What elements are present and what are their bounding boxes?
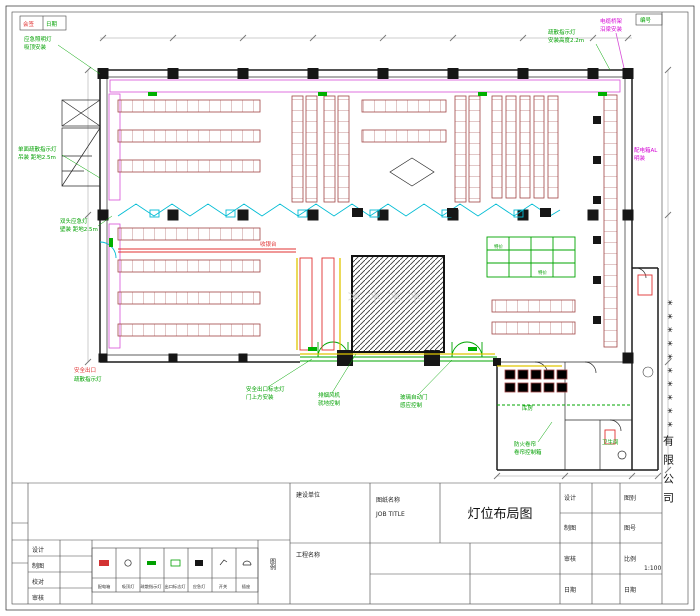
project-label: 工程名称	[296, 551, 320, 559]
owner-label: 建设单位	[296, 491, 320, 499]
drawing-name-en: JOB TITLE	[375, 511, 405, 518]
dimension-lines	[84, 34, 672, 480]
drawing-number-label: 编号	[640, 16, 652, 24]
annotation: 电缆桥架	[600, 17, 623, 25]
legend-label: 疏散指示灯	[141, 583, 163, 590]
grid-bubble	[642, 366, 654, 378]
fixture-round	[617, 450, 627, 460]
sheet-border	[5, 5, 695, 611]
promo-label: 特价	[538, 269, 547, 276]
promo-grid: 特价 特价	[486, 236, 576, 278]
annotation: 防火卷帘	[514, 440, 537, 448]
corner-sign-box: 会签 日期	[19, 15, 67, 31]
info-row-label: 图别	[624, 494, 636, 502]
annotation: 应急照明灯	[24, 35, 52, 43]
drawing-name-label: 图纸名称	[376, 496, 400, 504]
fixture	[604, 429, 616, 445]
annotation: 壁装 距地2.5m	[60, 225, 98, 233]
annotation: 感应控制	[400, 401, 423, 409]
corner-number-box: 编号	[635, 13, 663, 26]
watermark-text: ＊＊＊＊	[345, 285, 425, 309]
annotation: 排烟风机	[318, 391, 341, 399]
legend-symbol-emergency-lamp	[195, 560, 203, 566]
drawing-title: 灯位布局图	[467, 507, 532, 522]
annotation: 疏散指示灯	[548, 28, 576, 36]
core-block: ＊＊＊＊	[345, 255, 445, 353]
sign-row-label: 校对	[32, 578, 44, 586]
annotation: 吸顶安装	[24, 43, 47, 51]
info-row-label: 比例	[624, 555, 636, 563]
legend-label: 插座	[242, 583, 250, 590]
annotation: 门上方安装	[246, 393, 274, 401]
annotation: 单面疏散指示灯	[18, 145, 57, 153]
perimeter-shelving	[108, 79, 621, 349]
sign-row-label: 审核	[32, 594, 44, 602]
legend-label: 开关	[219, 583, 227, 590]
scale-value: 1:100	[644, 565, 661, 572]
annotation: 吊装 距地2.5m	[18, 153, 56, 161]
annotation: 安全出口标志灯	[246, 385, 285, 393]
room-label: 库房	[522, 404, 534, 412]
room-label: 卫生间	[602, 438, 619, 446]
title-block: 设计 制图 校对 审核 配电箱 吸顶灯 疏散指示灯 出口标志灯 应急灯 开关 插…	[12, 482, 662, 604]
annotation: 配电箱AL	[634, 146, 658, 154]
gondola-shelving	[117, 94, 618, 348]
legend-symbol-exit-sign	[170, 559, 181, 567]
legend-symbol-distribution-box	[99, 560, 109, 566]
checkout-area: 收银台	[118, 240, 562, 367]
legend-label: 应急灯	[193, 583, 206, 590]
legend-label: 出口标志灯	[165, 583, 187, 590]
legend-symbol-switch	[219, 559, 228, 566]
legend-label: 配电箱	[98, 583, 111, 590]
annotation: 安装高度2.2m	[548, 36, 584, 44]
promo-label: 特价	[494, 243, 503, 250]
sign-row-label: 设计	[32, 546, 44, 554]
promo-island	[389, 157, 435, 187]
approve-row-label: 制图	[564, 524, 576, 532]
info-row-label: 图号	[624, 525, 636, 532]
annotation: 卷帘控制箱	[514, 448, 542, 456]
column-grid	[97, 68, 634, 366]
approve-row-label: 日期	[564, 586, 576, 594]
annotation: 双头应急灯	[60, 217, 88, 225]
annotation: 明装	[634, 154, 646, 162]
annotation: 安全出口	[74, 366, 96, 374]
legend-symbol-evac-sign	[147, 561, 156, 565]
annotation: 疏散指示灯	[74, 375, 102, 383]
sign-row-label: 制图	[32, 562, 44, 570]
approve-row-label: 设计	[564, 494, 576, 502]
legend-table: 配电箱 吸顶灯 疏散指示灯 出口标志灯 应急灯 开关 插座 图例	[91, 547, 276, 593]
annotation: 玻璃自动门	[400, 393, 428, 401]
storage-racks	[504, 369, 568, 393]
corner-sign-label: 会签	[23, 20, 35, 28]
wing-rooms	[497, 274, 653, 460]
cashier-label: 收银台	[260, 240, 277, 248]
annotation: 就地控制	[318, 399, 341, 407]
exit-signs	[109, 92, 607, 351]
corner-date-label: 日期	[46, 21, 58, 28]
legend-caption: 图例	[269, 558, 276, 571]
legend-symbol-socket	[242, 560, 252, 566]
circuit-nodes	[149, 208, 551, 218]
annotation: 沿梁安装	[600, 25, 623, 33]
company-name-vertical: **********有限公司	[662, 300, 675, 511]
approve-row-label: 审核	[564, 555, 576, 563]
annex-cabinet	[637, 274, 653, 296]
annotations: 应急照明灯 吸顶安装 单面疏散指示灯 吊装 距地2.5m 双头应急灯 壁装 距地…	[18, 17, 658, 456]
legend-label: 吸顶灯	[122, 583, 135, 590]
info-row-label: 日期	[624, 586, 636, 594]
legend-symbol-ceiling-lamp	[124, 559, 132, 567]
lighting-circuit	[117, 203, 561, 218]
